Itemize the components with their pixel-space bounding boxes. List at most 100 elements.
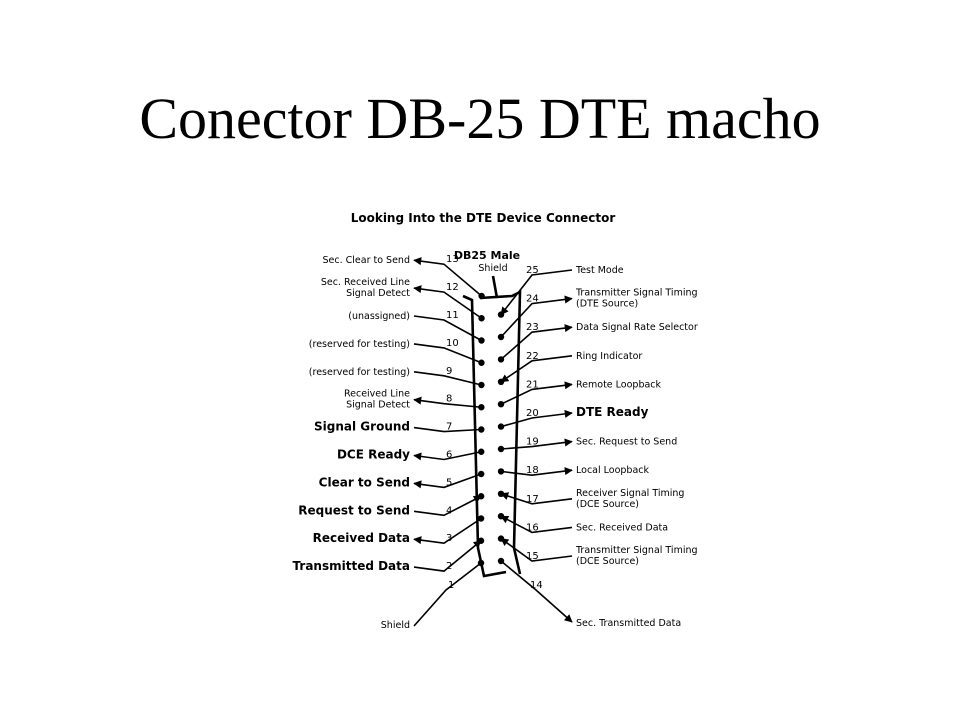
pin-number: 7 <box>446 422 452 433</box>
pin-label: DCE Ready <box>337 448 410 462</box>
pin-8-contact <box>478 404 485 411</box>
pin-number: 16 <box>526 522 539 533</box>
pin-number: 17 <box>526 494 539 505</box>
pin-number: 23 <box>526 322 539 333</box>
pin-5-contact <box>478 470 485 478</box>
pin-16-wire <box>500 515 573 534</box>
pin-9: 9 (reserved for testing) <box>309 366 485 389</box>
pin-25-contact <box>497 311 505 318</box>
pin-10-wire <box>413 343 482 364</box>
pin-label: Sec. Transmitted Data <box>576 618 681 629</box>
pin-9-wire <box>413 371 482 386</box>
pin-12-wire <box>413 285 483 319</box>
pin-number: 14 <box>530 580 543 591</box>
pin-number: 11 <box>446 310 459 321</box>
pin-7-wire <box>413 426 482 433</box>
pin-11-contact <box>478 337 485 344</box>
pin-11-wire <box>413 315 482 342</box>
pin-17: 17 Receiver Signal Timing(DCE Source) <box>497 488 684 510</box>
pin-21-contact <box>497 401 505 408</box>
pin-22-contact <box>497 378 505 385</box>
pin-25: 25 Test Mode <box>497 265 624 318</box>
pin-5-wire <box>413 473 482 489</box>
pin-label: (reserved for testing) <box>309 367 410 378</box>
pin-label: Clear to Send <box>319 475 410 489</box>
connector-shell-right <box>479 289 522 575</box>
pin-label: (DTE Source) <box>576 299 638 310</box>
pin-number: 1 <box>448 580 454 591</box>
pin-8-wire <box>413 396 482 409</box>
pin-16: 16 Sec. Received Data <box>497 513 668 534</box>
pin-label: (DCE Source) <box>576 499 639 510</box>
shield-lead <box>491 275 499 299</box>
pin-4-wire <box>413 495 482 517</box>
pin-10: 10(reserved for testing) <box>309 338 485 366</box>
pin-12-contact <box>478 315 485 322</box>
pin-label: Received Data <box>313 531 410 545</box>
pin-label: Sec. Received Data <box>576 522 668 533</box>
pin-number: 8 <box>446 394 452 405</box>
pin-13-contact <box>478 292 485 300</box>
pin-15-wire <box>500 537 573 562</box>
pin-13-wire <box>413 257 483 297</box>
pin-number: 25 <box>526 265 539 276</box>
pin-14-wire <box>500 560 573 623</box>
pin-18-wire <box>500 467 573 477</box>
pin-6-contact <box>478 448 485 455</box>
pin-23-wire <box>500 324 573 361</box>
pin-number: 9 <box>446 366 452 377</box>
pin-7-contact <box>478 426 485 433</box>
pin-14-contact <box>497 557 505 565</box>
pin-9-contact <box>478 381 485 389</box>
pin-label: Receiver Signal Timing <box>576 488 684 499</box>
pin-label: Transmitter Signal Timing <box>575 545 698 556</box>
pin-4-contact <box>477 493 485 500</box>
pin-3-contact <box>477 515 485 522</box>
pin-number: 2 <box>446 561 452 572</box>
pin-23-contact <box>497 356 505 363</box>
pin-label: Sec. Clear to Send <box>323 255 411 266</box>
pin-21-wire <box>500 381 573 405</box>
connector-sublabel: Shield <box>478 263 507 274</box>
pin-18-contact <box>497 468 505 475</box>
pin-number: 19 <box>526 437 539 448</box>
slide-title: Conector DB-25 DTE macho <box>139 86 821 151</box>
pin-number: 4 <box>446 505 452 516</box>
pin-1-wire <box>413 562 482 627</box>
pin-7: 7 Signal Ground <box>314 420 485 434</box>
pin-number: 15 <box>526 551 539 562</box>
pin-label: Test Mode <box>575 265 624 276</box>
pin-3-wire <box>413 517 482 545</box>
pin-label: (unassigned) <box>348 311 410 322</box>
pin-label: Transmitter Signal Timing <box>575 288 698 299</box>
pin-label: Signal Detect <box>346 288 410 299</box>
pin-number: 12 <box>446 282 459 293</box>
pin-19-contact <box>497 445 505 453</box>
pin-24-wire <box>500 295 573 338</box>
pin-label: Ring Indicator <box>576 351 642 362</box>
pin-20-contact <box>497 423 505 430</box>
pin-24-contact <box>497 333 505 341</box>
pin-number: 20 <box>526 408 539 419</box>
pin-17-contact <box>497 490 505 497</box>
pin-label: Signal Ground <box>314 420 410 434</box>
pin-label: Local Loopback <box>576 465 649 476</box>
pin-2-contact <box>477 537 485 544</box>
pin-10-contact <box>478 359 485 366</box>
pin-25-wire <box>500 269 573 316</box>
